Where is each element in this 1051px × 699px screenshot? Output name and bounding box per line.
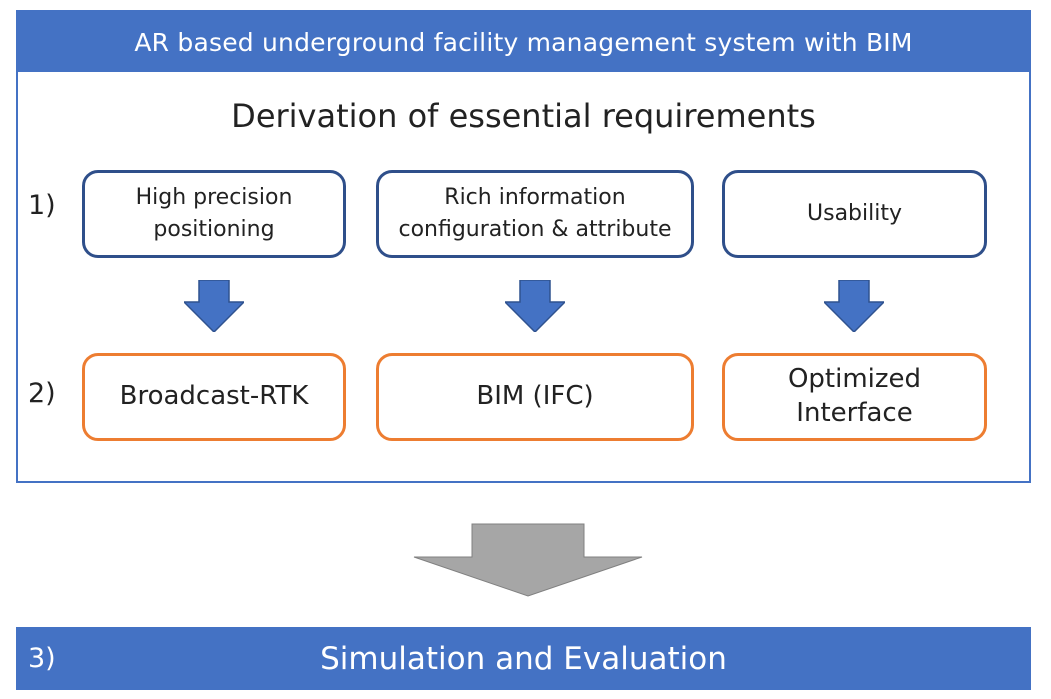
solution-box-interface: Optimized Interface xyxy=(722,353,987,441)
requirement-box-positioning: High precision positioning xyxy=(82,170,346,258)
title-bar: AR based underground facility management… xyxy=(18,12,1029,72)
requirement-box-usability: Usability xyxy=(722,170,987,258)
result-number: 3) xyxy=(28,643,56,674)
row-label-solutions: 2) xyxy=(28,378,56,409)
result-bar: Simulation and Evaluation 3) xyxy=(16,627,1031,690)
result-label: Simulation and Evaluation xyxy=(320,640,727,677)
down-arrow-icon xyxy=(184,280,244,332)
down-arrow-icon xyxy=(505,280,565,332)
big-down-arrow-icon xyxy=(413,523,643,597)
solution-box-broadcast-rtk: Broadcast-RTK xyxy=(82,353,346,441)
solution-box-bim: BIM (IFC) xyxy=(376,353,694,441)
requirement-box-information: Rich information configuration & attribu… xyxy=(376,170,694,258)
down-arrow-icon xyxy=(824,280,884,332)
subtitle: Derivation of essential requirements xyxy=(231,97,816,135)
title-text: AR based underground facility management… xyxy=(134,27,913,57)
row-label-requirements: 1) xyxy=(28,190,56,221)
system-frame: AR based underground facility management… xyxy=(16,10,1031,483)
